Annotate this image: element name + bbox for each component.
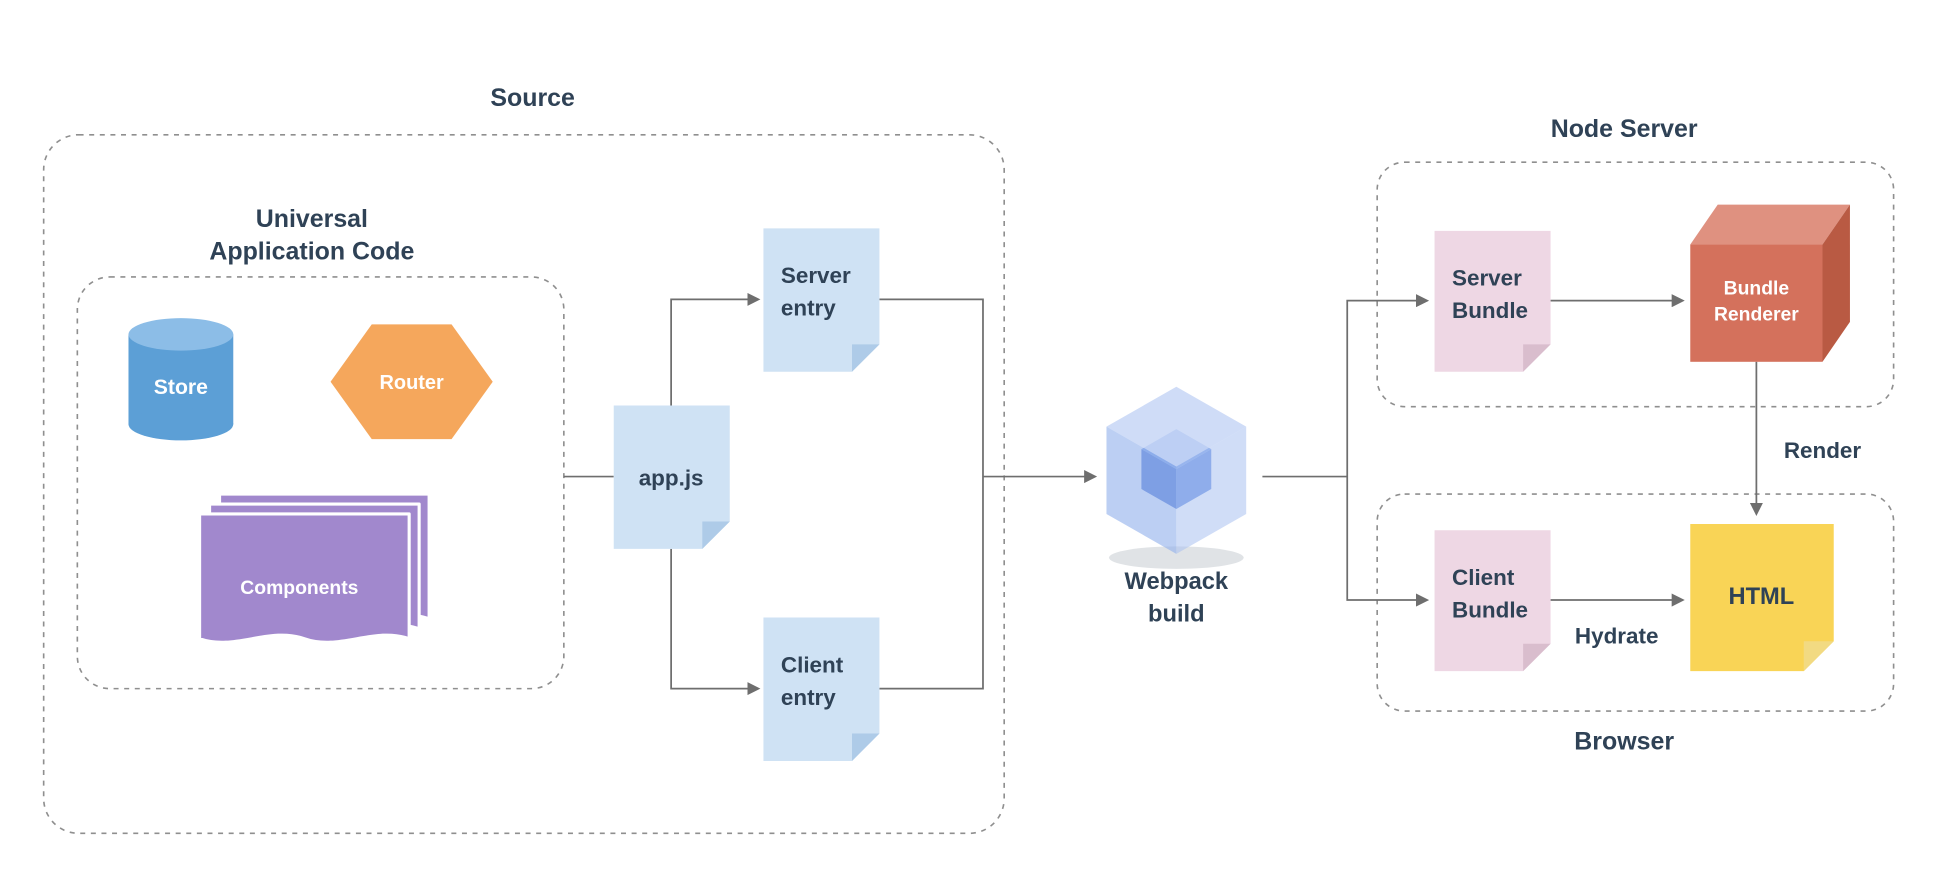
server-bundle-label-line1: Server <box>1452 266 1522 291</box>
source-group-label: Source <box>490 84 575 112</box>
client-bundle-file: Client Bundle <box>1434 530 1551 672</box>
webpack-node: Webpack build <box>1106 386 1247 627</box>
client-bundle-label-line2: Bundle <box>1452 598 1528 623</box>
webpack-label-line2: build <box>1148 601 1205 627</box>
store-node: Store <box>128 318 234 441</box>
server-bundle-label-line2: Bundle <box>1452 298 1528 323</box>
html-note-body <box>1690 523 1834 672</box>
server-bundle-file: Server Bundle <box>1434 230 1551 372</box>
universal-code-label-line1: Universal <box>256 205 368 233</box>
components-node: Components <box>198 492 431 644</box>
server-entry-file: Server entry <box>763 228 880 372</box>
components-page-front <box>198 512 411 644</box>
app-js-file-body <box>613 405 730 549</box>
webpack-outer-cube-left <box>1106 426 1177 554</box>
server-entry-label-line1: Server <box>781 263 851 288</box>
webpack-icon <box>1106 386 1247 554</box>
browser-group-label: Browser <box>1574 728 1674 756</box>
store-label: Store <box>154 376 208 399</box>
render-edge-label: Render <box>1784 438 1862 463</box>
bundle-renderer-label-line2: Renderer <box>1714 305 1799 326</box>
edge-split-to-client-bundle <box>1346 476 1430 607</box>
client-entry-file-body <box>763 617 880 761</box>
client-entry-label-line2: entry <box>781 685 836 710</box>
server-entry-file-body <box>763 228 880 372</box>
server-bundle-file-body <box>1434 230 1551 372</box>
edge-appjs-to-server-entry <box>670 292 761 406</box>
client-bundle-label-line1: Client <box>1452 565 1515 590</box>
client-entry-label-line1: Client <box>781 652 844 677</box>
client-bundle-file-fold <box>1523 643 1551 672</box>
node-server-group-label: Node Server <box>1551 115 1698 143</box>
store-cylinder-bottom <box>128 407 234 441</box>
router-hexagon <box>330 324 493 440</box>
bundle-renderer-cube-front <box>1690 244 1823 362</box>
html-note: HTML <box>1690 523 1834 672</box>
webpack-shadow <box>1108 546 1244 569</box>
app-js-file-fold <box>702 521 730 549</box>
app-js-label: app.js <box>639 465 704 490</box>
html-note-fold <box>1803 641 1834 672</box>
components-label: Components <box>240 578 358 599</box>
server-entry-label-line2: entry <box>781 296 836 321</box>
edge-appjs-to-client-entry <box>670 548 761 696</box>
bundle-renderer-node: Bundle Renderer <box>1690 204 1850 362</box>
client-entry-file-fold <box>851 733 880 761</box>
app-js-file: app.js <box>613 405 730 549</box>
source-group-box <box>42 133 1005 835</box>
node-server-group-box <box>1376 161 1895 408</box>
bundle-renderer-cube-top <box>1690 204 1850 245</box>
server-bundle-file-fold <box>1523 344 1551 372</box>
browser-group-box <box>1376 493 1895 712</box>
html-label: HTML <box>1728 584 1794 610</box>
hydrate-edge-label: Hydrate <box>1575 624 1659 649</box>
edge-split-to-server-bundle <box>1346 294 1430 477</box>
edge-server-entry-to-junction <box>879 298 984 477</box>
router-label: Router <box>380 372 444 394</box>
bundle-renderer-cube-side <box>1822 204 1850 362</box>
webpack-label-line1: Webpack <box>1125 569 1229 595</box>
router-node: Router <box>330 324 493 440</box>
client-entry-file: Client entry <box>763 617 880 761</box>
bundle-renderer-label-line1: Bundle <box>1724 278 1790 299</box>
universal-code-label-line2: Application Code <box>209 238 414 266</box>
server-entry-file-fold <box>851 344 880 372</box>
store-cylinder-top <box>128 318 234 351</box>
connectors <box>563 292 1763 696</box>
edge-client-entry-to-junction <box>879 476 984 690</box>
client-bundle-file-body <box>1434 530 1551 672</box>
webpack-outer-cube-right <box>1176 426 1247 554</box>
